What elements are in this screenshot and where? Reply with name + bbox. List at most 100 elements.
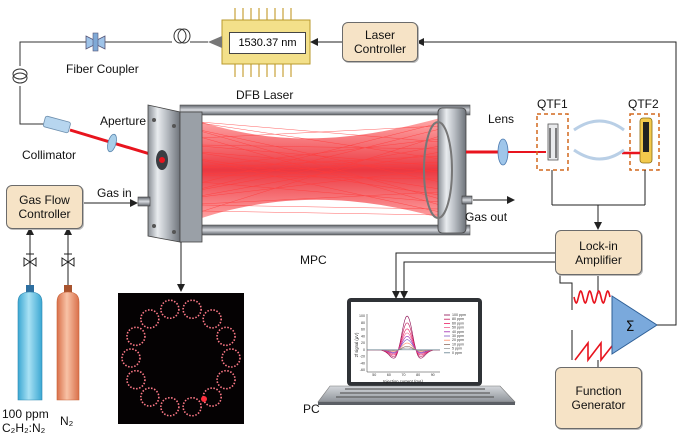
qtf-to-lockin xyxy=(551,170,646,230)
beam-pass xyxy=(199,159,441,213)
lens-label: Lens xyxy=(488,112,515,126)
ref-line xyxy=(559,273,573,310)
spot-ring xyxy=(216,369,236,390)
spot-ring xyxy=(216,326,236,347)
gas-in-label: Gas in xyxy=(97,186,132,200)
qtf1-module xyxy=(536,113,569,171)
generator-line1: Function xyxy=(575,384,622,398)
legend-entry: 50 ppm xyxy=(452,326,464,330)
beam-pass xyxy=(199,122,441,184)
plot-ytick: -20 xyxy=(360,355,365,359)
gas-out-label: Gas out xyxy=(465,210,508,224)
ramp-modulation-icon xyxy=(574,340,613,363)
beam-pass xyxy=(199,145,441,191)
coupling-arrows-icon xyxy=(573,119,625,161)
laser-wavelength-display: 1530.37 nm xyxy=(229,32,306,54)
spot-ring xyxy=(160,396,180,417)
hot-spot xyxy=(201,396,207,402)
gas-flow-line2: Controller xyxy=(18,207,71,221)
legend-entry: 10 ppm xyxy=(452,342,464,346)
spot-ring xyxy=(140,387,160,407)
beam-pass xyxy=(199,125,441,139)
plot-ytick: 20 xyxy=(361,341,365,345)
plot-xtick: 50 xyxy=(372,373,376,377)
plot-ytick: 40 xyxy=(361,334,365,338)
beam-pass xyxy=(199,122,441,160)
aperture-icon xyxy=(107,133,117,153)
spot-ring xyxy=(121,348,141,368)
beam-pass xyxy=(199,128,441,190)
cylinder-n2-label: N₂ xyxy=(60,414,74,428)
cylinder-mixture-label: C₂H₂:N₂ xyxy=(2,421,46,435)
fiber-coupler-icon xyxy=(85,32,106,52)
summer-amplifier: Σ xyxy=(611,295,658,355)
valve-icon xyxy=(61,253,75,267)
gas-cylinder-orange xyxy=(56,285,80,401)
qtf2-module xyxy=(622,113,660,171)
aperture-label: Aperture xyxy=(100,114,147,128)
gas-flow-line1: Gas Flow xyxy=(19,193,70,207)
sine-modulation-icon xyxy=(573,289,611,305)
beam-pass xyxy=(199,152,441,190)
spot-pattern-image xyxy=(118,293,244,424)
plot-xtick: 70 xyxy=(402,373,406,377)
legend-entry: 20 ppm xyxy=(452,338,464,342)
laser-controller-line1: Laser xyxy=(364,28,396,42)
laptop-pc xyxy=(317,298,516,405)
plot-ytick: -40 xyxy=(360,361,365,365)
legend-entry: 30 ppm xyxy=(452,334,464,338)
beam-pass xyxy=(199,181,441,203)
spot-ring xyxy=(126,326,146,347)
collimator-label: Collimator xyxy=(22,148,77,162)
spot-ring xyxy=(202,309,222,329)
plot-ytick: 0 xyxy=(363,348,365,352)
spot-ring xyxy=(182,299,202,320)
lens-icon xyxy=(497,138,509,166)
beam-pass xyxy=(199,204,441,210)
plot-xtick: 80 xyxy=(416,373,420,377)
mpc-cell xyxy=(137,104,473,243)
beam-pass xyxy=(199,135,441,213)
laptop-plot: 100 80 60 40 20 0 -20 -40 -60 50 60 70 80 90 100 ppm8… xyxy=(354,313,466,384)
qtf2-label: QTF2 xyxy=(628,97,659,111)
qtf1-label: QTF1 xyxy=(537,97,568,111)
laser-controller-line2: Controller xyxy=(353,42,407,56)
lockin-line1: Lock-in xyxy=(579,238,618,253)
legend-entry: 40 ppm xyxy=(452,330,464,334)
plot-ytick: 80 xyxy=(361,321,365,325)
spot-ring xyxy=(140,309,160,329)
plot-xlabel: Injection current (mA) xyxy=(383,379,424,384)
dfb-laser-label: DFB Laser xyxy=(236,88,294,102)
beam-pass xyxy=(199,155,441,169)
valve-icon xyxy=(23,253,37,267)
beam-pass xyxy=(199,145,441,167)
spot-ring xyxy=(160,299,180,320)
plot-ylabel: 2f signal (μV) xyxy=(354,332,359,357)
beam-pass xyxy=(199,168,441,198)
legend-entry: 100 ppm xyxy=(452,313,466,317)
fiber-coupler-label: Fiber Coupler xyxy=(66,62,139,76)
plot-ytick: 60 xyxy=(361,328,365,332)
gas-cylinder-blue xyxy=(17,285,43,401)
legend-entry: 60 ppm xyxy=(452,321,464,325)
generator-line2: Generator xyxy=(571,398,626,412)
plot-xtick: 90 xyxy=(431,373,435,377)
spot-ring xyxy=(182,396,202,417)
plot-ytick: 100 xyxy=(359,314,365,318)
collimator-icon xyxy=(42,115,71,134)
beam-pass xyxy=(199,144,441,150)
cylinder-concentration-label: 100 ppm xyxy=(2,407,49,421)
spot-ring xyxy=(126,369,146,390)
beam-pass xyxy=(199,191,441,205)
beam-pass xyxy=(199,174,441,180)
plot-ytick: -60 xyxy=(360,368,365,372)
spot-ring xyxy=(221,348,241,368)
legend-entry: 5 ppm xyxy=(452,347,462,351)
legend-entry: 80 ppm xyxy=(452,317,464,321)
plot-xtick: 60 xyxy=(387,373,391,377)
